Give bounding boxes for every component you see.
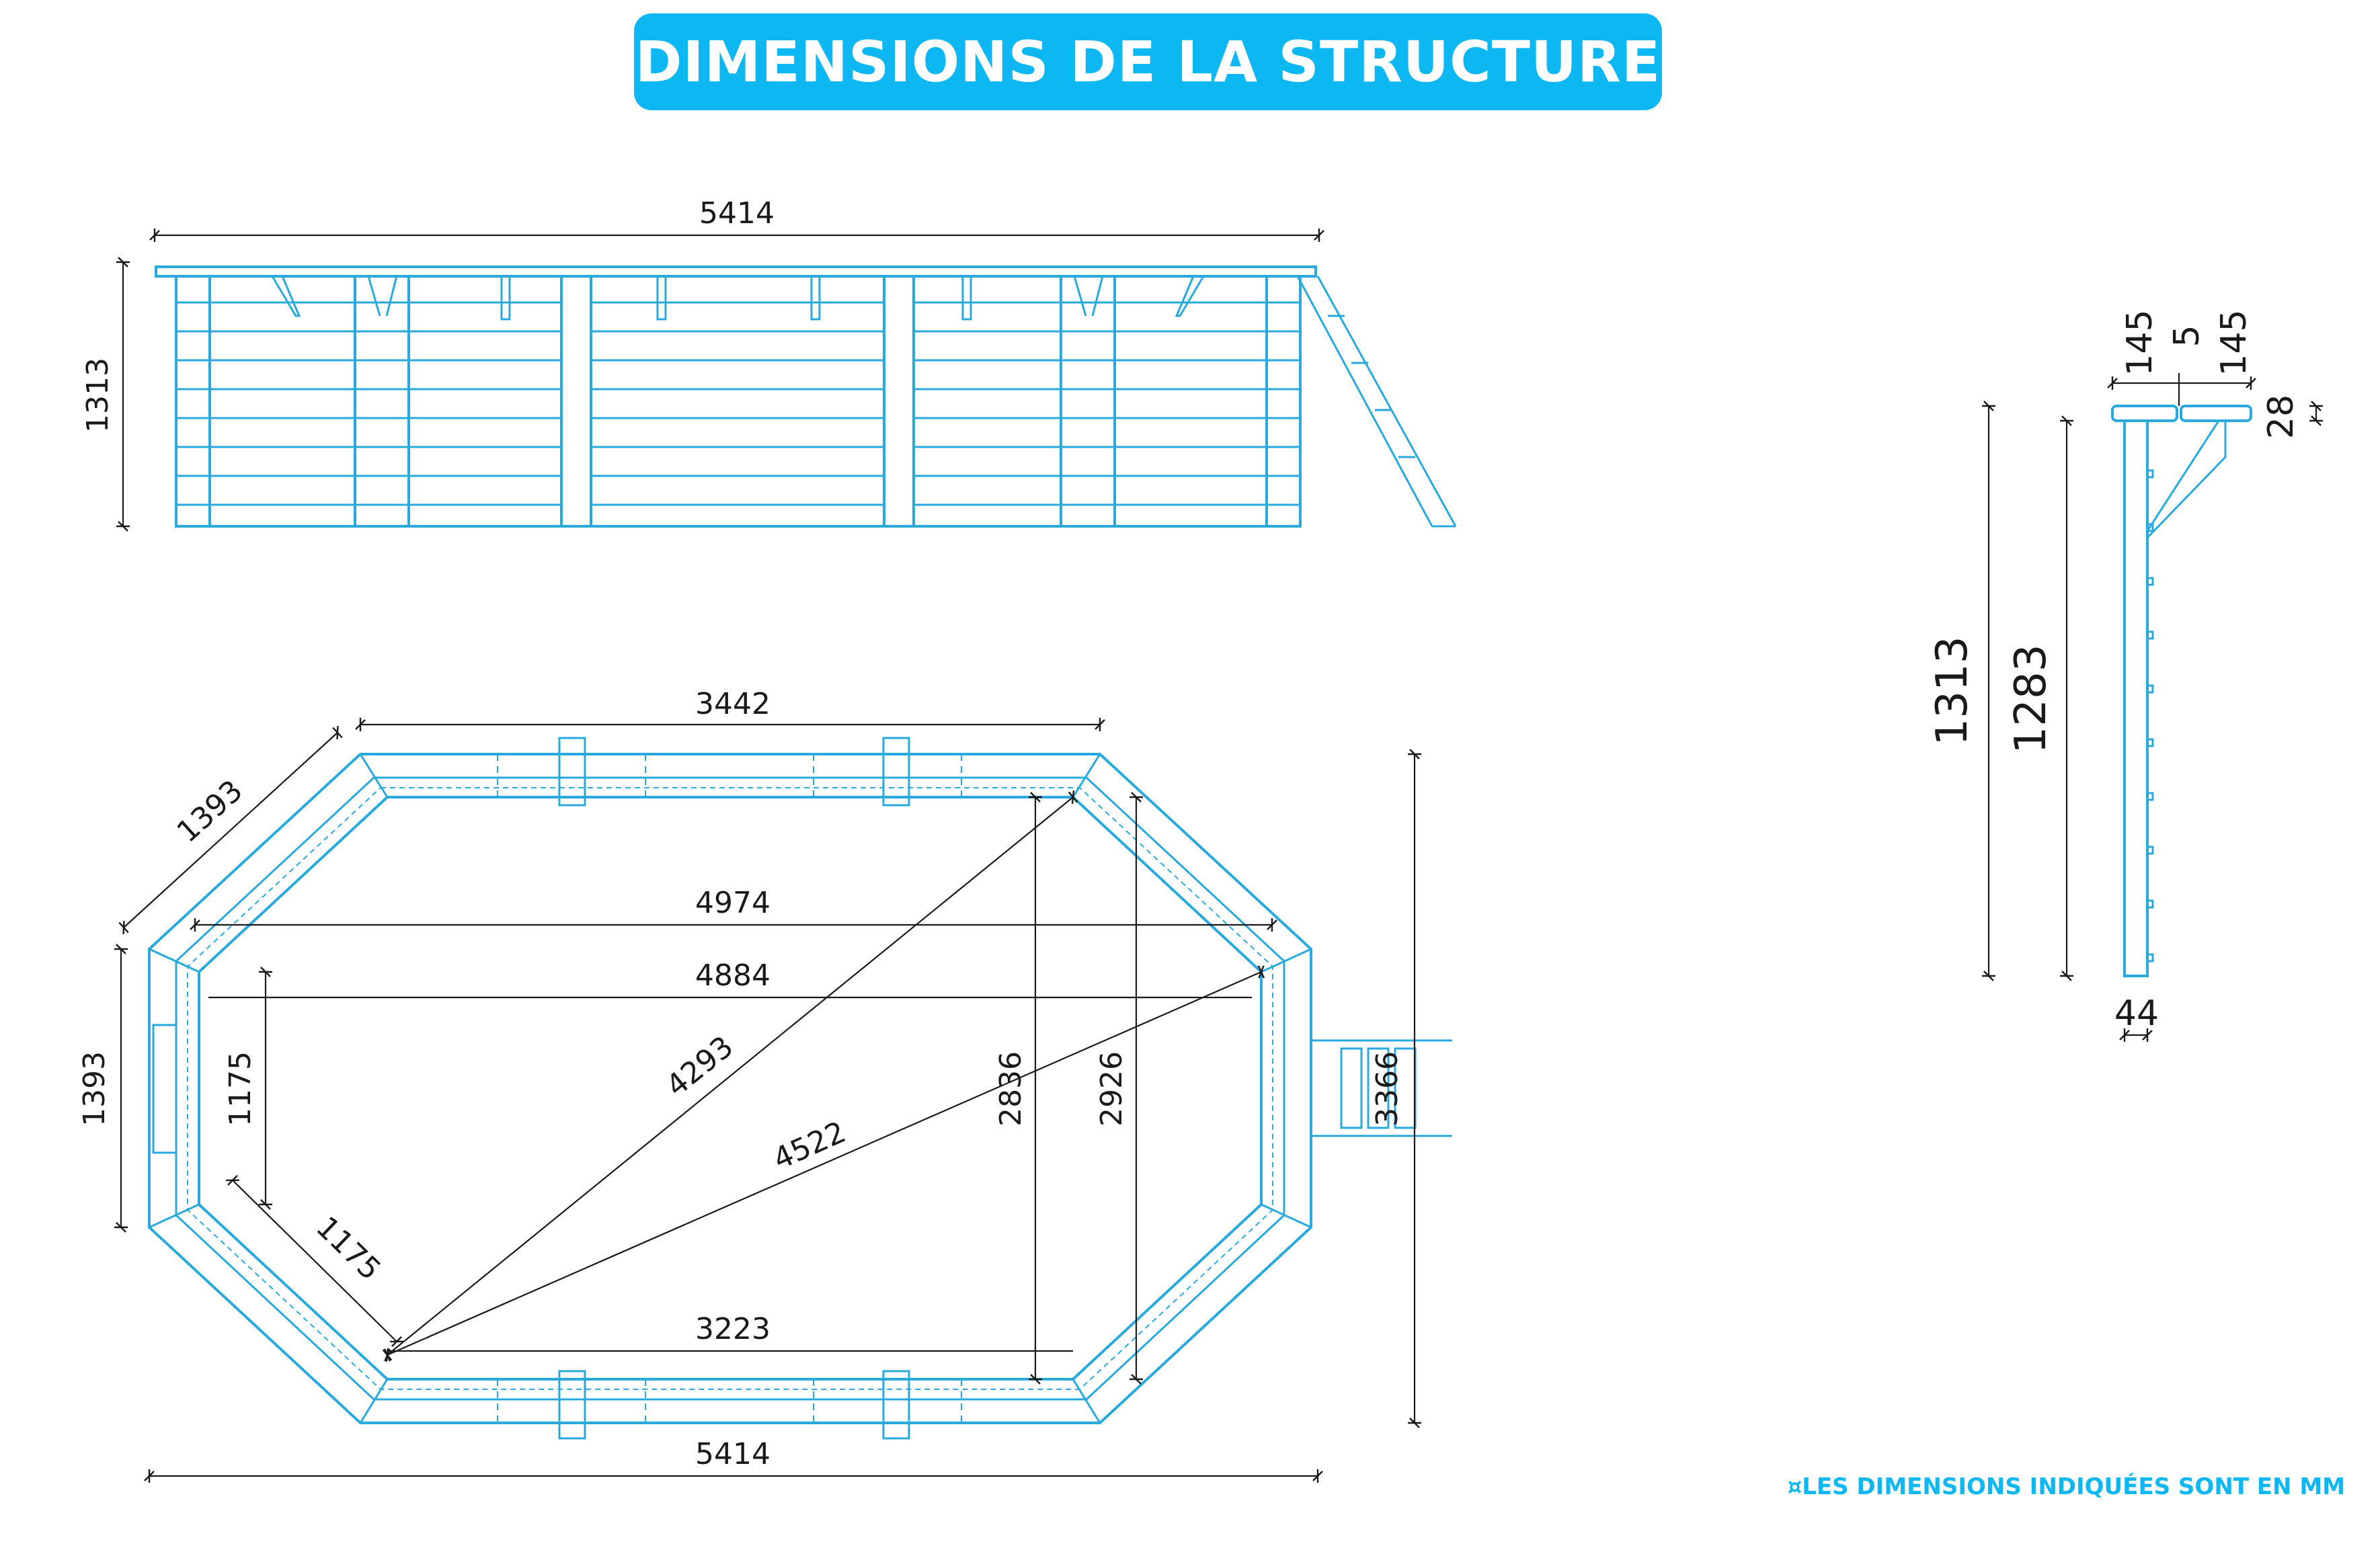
section-wall — [2123, 419, 2149, 977]
dim-diagonal-a-line — [382, 790, 1078, 1362]
top-view-dimensions — [114, 718, 1421, 1483]
section-wall-joints — [2147, 469, 2154, 962]
side-top-rail — [155, 265, 1317, 278]
dim-inner-side-label: 1175 — [223, 1051, 257, 1126]
dim-outer-width-label: 4974 — [695, 886, 770, 920]
dim-section-top-left-label: 145 — [2120, 309, 2160, 376]
top-view — [148, 737, 1452, 1440]
dim-section-coping-label: 28 — [2261, 395, 2301, 439]
dim-section-total-height-label: 1313 — [1928, 637, 1977, 746]
title-badge: DIMENSIONS DE LA STRUCTURE — [634, 13, 1662, 110]
dim-inner-diagonal-label: 1175 — [309, 1210, 387, 1286]
side-posts — [175, 275, 1302, 528]
section-coping-right — [2180, 405, 2252, 422]
side-wall — [175, 275, 1302, 528]
dim-diagonal-b-line — [383, 965, 1265, 1362]
dim-inner-diagonal-line — [226, 1175, 403, 1347]
section-view-dimensions — [1982, 373, 2323, 1042]
page-title: DIMENSIONS DE LA STRUCTURE — [635, 29, 1661, 95]
section-coping-left — [2111, 405, 2178, 422]
dim-section-top-right-label: 145 — [2214, 309, 2254, 376]
dim-section-wall-height-label: 1283 — [2006, 645, 2056, 754]
dim-section-gap-label: 5 — [2167, 325, 2207, 347]
side-view-dimensions — [116, 229, 1324, 532]
dim-left-height-label: 1393 — [77, 1051, 112, 1126]
dim-side-height-label: 1313 — [81, 358, 115, 433]
pool-brackets — [152, 737, 910, 1440]
dim-diagonal-b-label: 4522 — [768, 1115, 851, 1177]
section-view — [2111, 405, 2252, 977]
side-ladder — [1296, 276, 1457, 528]
dim-bottom-edge-label: 3223 — [695, 1312, 770, 1346]
dim-diagonal-side-label: 1393 — [171, 774, 249, 850]
dim-inner-width-label: 4884 — [695, 958, 770, 993]
side-view — [155, 265, 1457, 528]
dim-overall-length-label: 5414 — [695, 1437, 770, 1471]
pool-corner-joints — [149, 753, 1312, 1424]
dim-section-thickness-label: 44 — [2114, 993, 2159, 1034]
dim-diagonal-side-line — [118, 726, 343, 934]
units-footnote: ¤LES DIMENSIONS INDIQUÉES SONT EN MM — [1787, 1473, 2345, 1500]
pool-segment-separators — [497, 754, 962, 1423]
dim-diagonal-a-label: 4293 — [660, 1030, 740, 1104]
side-planks — [176, 301, 1300, 506]
dim-side-width-label: 5414 — [699, 196, 775, 231]
side-brackets — [271, 275, 1205, 321]
dim-ladder-height-label: 3366 — [1370, 1051, 1404, 1126]
dim-outer-height-label: 2926 — [1095, 1051, 1129, 1126]
dim-inner-height-label: 2836 — [994, 1051, 1028, 1126]
dim-top-edge-label: 3442 — [695, 687, 770, 721]
section-bracket — [2146, 419, 2227, 539]
